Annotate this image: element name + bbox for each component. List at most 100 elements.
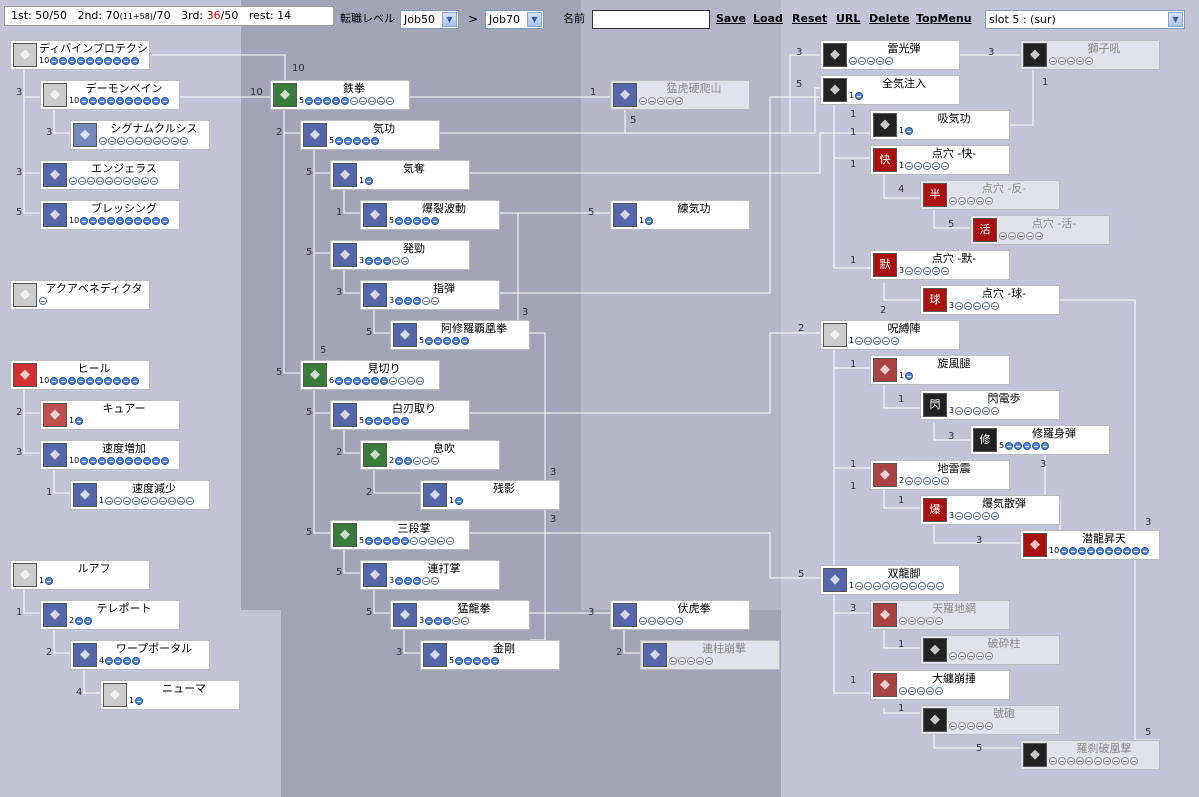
level-pip[interactable] — [105, 177, 113, 185]
level-pip[interactable] — [371, 137, 380, 145]
job-from-select[interactable]: Job50 ▼ — [400, 10, 459, 29]
level-pip[interactable] — [383, 417, 392, 425]
level-pip[interactable] — [999, 232, 1007, 240]
level-pip[interactable] — [75, 617, 84, 625]
level-pip[interactable] — [422, 457, 431, 465]
skill-daiten[interactable]: ◆大纏崩捶 — [870, 670, 1010, 700]
level-pip[interactable] — [491, 657, 500, 665]
level-pip[interactable] — [932, 162, 941, 170]
skill-signum[interactable]: ◆シグナムクルシス — [70, 120, 210, 150]
skill-level-pips[interactable]: 5 — [299, 96, 395, 106]
level-pip[interactable] — [305, 97, 314, 105]
level-pip[interactable] — [949, 652, 957, 660]
level-pip[interactable] — [982, 512, 991, 520]
skill-level-pips[interactable] — [949, 651, 994, 661]
level-pip[interactable] — [362, 137, 371, 145]
skill-level-pips[interactable]: 2 — [69, 616, 93, 626]
level-pip[interactable] — [132, 177, 140, 185]
level-pip[interactable] — [1105, 547, 1114, 555]
level-pip[interactable] — [114, 657, 123, 665]
level-pip[interactable] — [705, 657, 713, 665]
level-pip[interactable] — [413, 577, 422, 585]
level-pip[interactable] — [900, 582, 909, 590]
level-pip[interactable] — [75, 417, 84, 425]
level-pip[interactable] — [1058, 57, 1066, 65]
level-pip[interactable] — [645, 217, 654, 225]
level-pip[interactable] — [131, 377, 140, 385]
level-pip[interactable] — [152, 97, 161, 105]
level-pip[interactable] — [422, 297, 431, 305]
level-pip[interactable] — [464, 657, 473, 665]
skill-shishiku[interactable]: ◆獅子吼 — [1020, 40, 1160, 70]
level-pip[interactable] — [413, 217, 422, 225]
skill-level-pips[interactable] — [849, 56, 894, 66]
level-pip[interactable] — [383, 257, 392, 265]
level-pip[interactable] — [104, 377, 113, 385]
level-pip[interactable] — [639, 617, 647, 625]
level-pip[interactable] — [404, 217, 413, 225]
level-pip[interactable] — [134, 97, 143, 105]
skill-level-pips[interactable]: 5 — [329, 136, 380, 146]
level-pip[interactable] — [882, 582, 891, 590]
level-pip[interactable] — [404, 577, 413, 585]
level-pip[interactable] — [45, 577, 54, 585]
level-pip[interactable] — [1060, 547, 1069, 555]
skill-level-pips[interactable]: 5 — [449, 656, 500, 666]
level-pip[interactable] — [350, 97, 359, 105]
skill-tenketsu_kyu[interactable]: 球点穴 -球-3 — [920, 285, 1060, 315]
skill-level-pips[interactable]: 1 — [849, 336, 900, 346]
level-pip[interactable] — [89, 217, 98, 225]
level-pip[interactable] — [982, 302, 991, 310]
level-pip[interactable] — [89, 97, 98, 105]
skill-level-pips[interactable] — [639, 96, 684, 106]
level-pip[interactable] — [991, 512, 1000, 520]
level-pip[interactable] — [95, 57, 104, 65]
skill-angelus[interactable]: ◆エンジェラス — [40, 160, 180, 190]
skill-level-pips[interactable]: 10 — [39, 56, 140, 66]
level-pip[interactable] — [407, 377, 416, 385]
level-pip[interactable] — [864, 337, 873, 345]
level-pip[interactable] — [935, 617, 943, 625]
skill-level-pips[interactable]: 3 — [899, 266, 950, 276]
level-pip[interactable] — [1035, 232, 1043, 240]
level-pip[interactable] — [132, 497, 141, 505]
level-pip[interactable] — [1085, 57, 1093, 65]
level-pip[interactable] — [150, 497, 159, 505]
level-pip[interactable] — [964, 302, 973, 310]
topmenu-link[interactable]: TopMenu — [916, 12, 972, 25]
skill-level-pips[interactable] — [1049, 756, 1139, 766]
level-pip[interactable] — [935, 687, 943, 695]
skill-level-pips[interactable] — [99, 136, 189, 146]
level-pip[interactable] — [973, 407, 982, 415]
level-pip[interactable] — [141, 177, 149, 185]
level-pip[interactable] — [914, 162, 923, 170]
level-pip[interactable] — [383, 537, 392, 545]
skill-level-pips[interactable]: 1 — [69, 416, 84, 426]
level-pip[interactable] — [144, 137, 152, 145]
level-pip[interactable] — [657, 617, 665, 625]
level-pip[interactable] — [365, 257, 374, 265]
level-pip[interactable] — [371, 377, 380, 385]
skill-level-pips[interactable]: 1 — [99, 496, 195, 506]
level-pip[interactable] — [413, 457, 422, 465]
level-pip[interactable] — [374, 257, 383, 265]
level-pip[interactable] — [395, 577, 404, 585]
level-pip[interactable] — [425, 617, 434, 625]
level-pip[interactable] — [461, 617, 470, 625]
level-pip[interactable] — [84, 617, 93, 625]
level-pip[interactable] — [908, 687, 916, 695]
level-pip[interactable] — [446, 537, 455, 545]
level-pip[interactable] — [365, 177, 374, 185]
level-pip[interactable] — [941, 477, 950, 485]
level-pip[interactable] — [59, 57, 68, 65]
level-pip[interactable] — [923, 477, 932, 485]
